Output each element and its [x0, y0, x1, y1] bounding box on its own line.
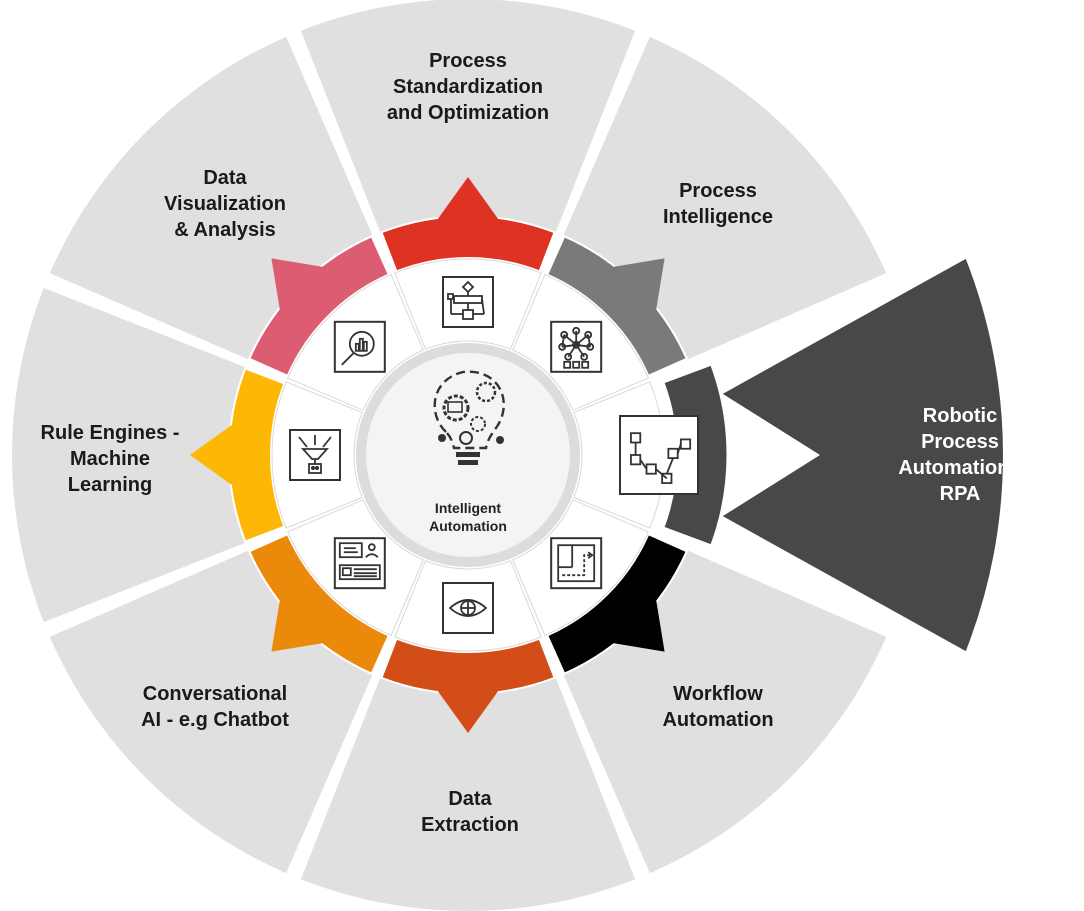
arc-conversational-ai	[250, 535, 388, 673]
segment-rpa	[722, 258, 1003, 652]
workflow-path-icon	[550, 537, 603, 590]
eye-scan-icon	[442, 582, 494, 634]
label-process-standardization: Process Standardization and Optimization	[386, 50, 550, 124]
flowchart-icon	[442, 276, 494, 328]
arrow-workflow-automation	[612, 599, 665, 652]
label-process-intelligence: Process Intelligence	[662, 180, 774, 228]
arrow-conversational-ai	[271, 599, 324, 652]
arrow-process-intelligence	[612, 258, 665, 311]
arrow-data-extraction	[437, 689, 499, 733]
chart-magnifier-icon	[333, 320, 386, 373]
label-data-extraction: Data Extraction	[421, 788, 519, 836]
arc-workflow-automation	[548, 535, 686, 673]
process-graph-icon	[619, 415, 699, 495]
segment-rule-engines	[11, 287, 245, 623]
label-workflow-automation: Workflow Automation	[662, 683, 774, 731]
neural-network-icon	[550, 320, 603, 373]
arc-data-visualization	[250, 237, 388, 375]
segment-process-standardization	[300, 0, 636, 232]
label-conversational-ai: Conversational AI - e.g Chatbot	[141, 683, 289, 731]
label-rule-engines: Rule Engines - Machine Learning	[40, 422, 180, 496]
label-data-visualization: Data Visualization & Analysis	[164, 167, 286, 241]
arrow-data-visualization	[271, 258, 324, 311]
lightbulb-gears-icon	[433, 370, 505, 465]
segment-data-extraction	[300, 678, 636, 911]
chatbot-icon	[333, 537, 386, 590]
arc-process-intelligence	[548, 237, 686, 375]
arrow-rule-engines	[190, 424, 234, 486]
center-label: Intelligent Automation	[429, 500, 507, 534]
arc-process-standardization	[382, 217, 554, 271]
arc-data-extraction	[382, 639, 554, 693]
label-rpa: Robotic Process Automation - RPA	[898, 405, 1022, 505]
arc-rule-engines	[230, 369, 284, 541]
filter-funnel-icon	[289, 429, 341, 481]
arrow-process-standardization	[437, 177, 499, 221]
